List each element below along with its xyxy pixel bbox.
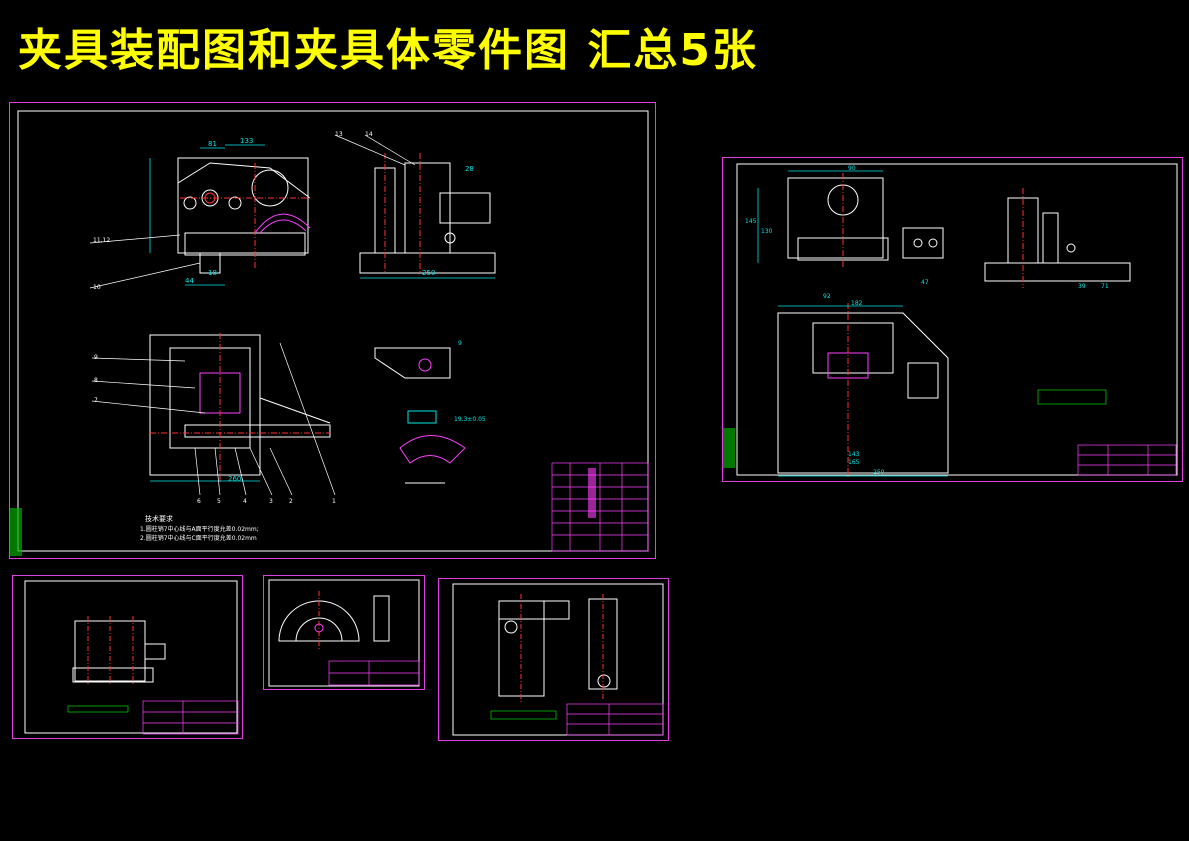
detail-view <box>374 347 466 484</box>
leader-1: 1 <box>332 498 336 505</box>
dim-250: 250 <box>873 469 885 476</box>
body-side-view <box>984 188 1131 288</box>
dim-260: 260 <box>228 475 241 483</box>
title-block <box>551 462 649 552</box>
front-view-dims <box>149 144 265 286</box>
part-drawing-3 <box>24 580 239 735</box>
part-sheet-3[interactable] <box>12 575 243 739</box>
tech-notes <box>1037 389 1107 405</box>
leader-4: 4 <box>243 498 247 505</box>
dim-90: 90 <box>848 165 856 172</box>
part-sheet-4[interactable] <box>263 575 425 690</box>
notes-line-2: 2.圆柱销7中心线与C面平行度允差0.02mm <box>140 534 257 542</box>
leader-13: 13 <box>335 131 343 138</box>
dim-92: 92 <box>823 293 831 300</box>
dim-44: 44 <box>185 277 194 285</box>
body-top-view <box>777 303 949 478</box>
leader-8: 8 <box>94 377 98 384</box>
leader-14: 14 <box>365 131 373 138</box>
assembly-drawing-sheet[interactable]: 81 133 44 18 11,12 10 250 28 13 14 <box>9 102 656 559</box>
fixture-body-sheet[interactable]: 90 145 130 182 250 143 165 47 39 71 92 <box>722 157 1183 482</box>
dim-19-3: 19.3±0.05 <box>454 416 486 423</box>
leader-11-12: 11,12 <box>93 237 110 244</box>
front-view <box>177 157 311 274</box>
part-sheet-5[interactable] <box>438 578 669 741</box>
dim-130: 130 <box>761 228 773 235</box>
dim-133: 133 <box>240 137 253 145</box>
page-title: 夹具装配图和夹具体零件图 汇总5张 <box>18 25 758 76</box>
dim-165: 165 <box>848 459 860 466</box>
dim-9: 9 <box>458 340 462 347</box>
dim-182: 182 <box>851 300 863 307</box>
notes-heading: 技术要求 <box>145 514 173 523</box>
leader-10: 10 <box>93 284 101 291</box>
top-view <box>149 333 331 483</box>
leader-3: 3 <box>269 498 273 505</box>
dim-28: 28 <box>465 165 474 173</box>
dim-18: 18 <box>208 269 217 277</box>
fixture-body-drawing: 90 145 130 182 250 143 165 47 39 71 92 <box>723 163 1178 478</box>
leader-6: 6 <box>197 498 201 505</box>
leader-5: 5 <box>217 498 221 505</box>
title-block <box>1077 444 1177 476</box>
dim-47: 47 <box>921 279 929 286</box>
notes-line-1: 1.圆柱销7中心线与A面平行度允差0.02mm; <box>140 525 259 533</box>
assembly-drawing: 81 133 44 18 11,12 10 250 28 13 14 <box>10 110 649 556</box>
dim-71: 71 <box>1101 283 1109 290</box>
dim-145: 145 <box>745 218 757 225</box>
part-drawing-5 <box>452 583 664 736</box>
leader-7: 7 <box>94 397 98 404</box>
side-view <box>359 153 496 274</box>
leader-9: 9 <box>94 354 98 361</box>
dim-143: 143 <box>848 451 860 458</box>
dim-81: 81 <box>208 140 217 148</box>
body-front-view <box>787 173 944 268</box>
dim-39: 39 <box>1078 283 1086 290</box>
leader-2: 2 <box>289 498 293 505</box>
part-drawing-4 <box>268 579 420 687</box>
dim-250: 250 <box>422 269 435 277</box>
